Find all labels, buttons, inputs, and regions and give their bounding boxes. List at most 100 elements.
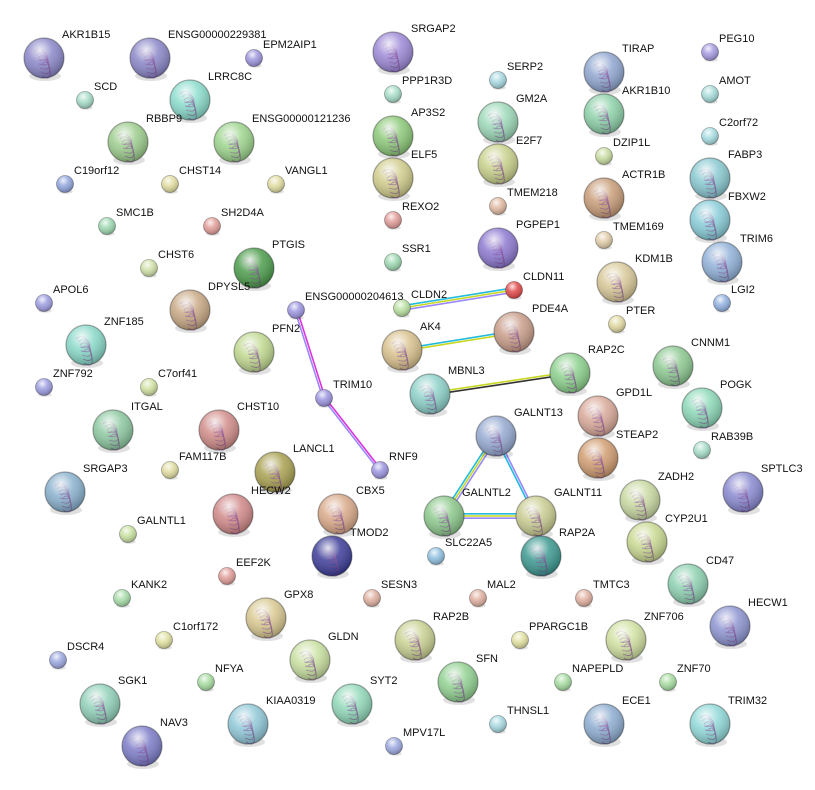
- node-galntl2[interactable]: GALNTL2: [423, 487, 511, 539]
- node-trim32[interactable]: TRIM32: [689, 695, 767, 747]
- node-gpd1l[interactable]: GPD1L: [577, 387, 652, 439]
- node-tmem218[interactable]: TMEM218: [489, 187, 558, 216]
- node-rap2b[interactable]: RAP2B: [394, 611, 469, 663]
- node-akr1b10[interactable]: AKR1B10: [583, 85, 670, 137]
- node-lrrc8c[interactable]: LRRC8C: [169, 71, 252, 123]
- node-e2f7[interactable]: E2F7: [477, 135, 542, 187]
- node-tmtc3[interactable]: TMTC3: [575, 579, 630, 608]
- node-hecw2[interactable]: HECW2: [212, 485, 291, 537]
- node-pde4a[interactable]: PDE4A: [493, 303, 569, 355]
- node-tirap[interactable]: TIRAP: [583, 43, 654, 95]
- node-pogk[interactable]: POGK: [681, 379, 752, 431]
- node-thnsl1[interactable]: THNSL1: [489, 705, 550, 734]
- node-tmem169[interactable]: TMEM169: [595, 221, 664, 250]
- node-galntl1[interactable]: GALNTL1: [119, 515, 186, 544]
- node-trim6[interactable]: TRIM6: [701, 233, 773, 285]
- node-mbnl3[interactable]: MBNL3: [409, 365, 485, 417]
- node-znf70[interactable]: ZNF70: [659, 663, 711, 692]
- node-syt2[interactable]: SYT2: [331, 675, 398, 727]
- node-steap2[interactable]: STEAP2: [577, 429, 658, 481]
- node-cd47[interactable]: CD47: [667, 555, 734, 607]
- node-sptlc3[interactable]: SPTLC3: [722, 463, 803, 515]
- node-scd[interactable]: SCD: [76, 81, 118, 110]
- node-srgap3[interactable]: SRGAP3: [44, 463, 128, 515]
- node-fam117b[interactable]: FAM117B: [161, 451, 227, 480]
- node-sh2d4a[interactable]: SH2D4A: [203, 207, 265, 236]
- node-akr1b15[interactable]: AKR1B15: [23, 29, 110, 81]
- node-nfya[interactable]: NFYA: [197, 663, 245, 692]
- node-chst6[interactable]: CHST6: [140, 249, 195, 278]
- node-srgap2[interactable]: SRGAP2: [372, 23, 456, 75]
- node-c1orf172[interactable]: C1orf172: [155, 621, 219, 650]
- node-dzip1l[interactable]: DZIP1L: [595, 137, 651, 166]
- node-fabp3[interactable]: FABP3: [689, 149, 762, 201]
- node-smc1b[interactable]: SMC1B: [98, 207, 154, 236]
- node-znf185[interactable]: ZNF185: [65, 316, 144, 368]
- node-cbx5[interactable]: CBX5: [317, 485, 385, 537]
- node-rap2c[interactable]: RAP2C: [549, 344, 625, 396]
- node-galnt11[interactable]: GALNT11: [515, 487, 602, 539]
- node-dscr4[interactable]: DSCR4: [49, 641, 105, 670]
- node-pgpep1[interactable]: PGPEP1: [477, 219, 560, 271]
- edge-TRIM10-RNF9[interactable]: [322, 396, 382, 472]
- node-dpysl5[interactable]: DPYSL5: [169, 281, 250, 333]
- node-amot[interactable]: AMOT: [701, 75, 752, 104]
- node-ece1[interactable]: ECE1: [583, 695, 651, 747]
- node-ensg00000121236[interactable]: ENSG00000121236: [213, 113, 350, 165]
- node-rab39b[interactable]: RAB39B: [693, 431, 754, 460]
- node-kiaa0319[interactable]: KIAA0319: [227, 695, 316, 747]
- node-znf792[interactable]: ZNF792: [35, 368, 93, 397]
- node-znf706[interactable]: ZNF706: [605, 611, 684, 663]
- node-actr1b[interactable]: ACTR1B: [583, 169, 665, 221]
- node-pter[interactable]: PTER: [608, 305, 656, 334]
- node-lgi2[interactable]: LGI2: [713, 284, 755, 313]
- node-sgk1[interactable]: SGK1: [79, 675, 147, 727]
- node-tmod2[interactable]: TMOD2: [311, 527, 389, 579]
- node-ppp1r3d[interactable]: PPP1R3D: [384, 75, 453, 104]
- node-epm2aip1[interactable]: EPM2AIP1: [245, 39, 317, 68]
- node-chst14[interactable]: CHST14: [161, 165, 222, 194]
- node-hecw1[interactable]: HECW1: [709, 597, 788, 649]
- node-itgal[interactable]: ITGAL: [92, 401, 163, 453]
- node-cyp2u1[interactable]: CYP2U1: [626, 513, 708, 565]
- node-ak4[interactable]: AK4: [381, 321, 441, 373]
- node-kdm1b[interactable]: KDM1B: [596, 253, 673, 305]
- edge-MBNL3-RAP2C[interactable]: [429, 371, 571, 396]
- node-napepld[interactable]: NAPEPLD: [554, 663, 624, 692]
- node-mpv17l[interactable]: MPV17L: [385, 727, 446, 756]
- node-rbbp9[interactable]: RBBP9: [107, 113, 182, 165]
- node-eef2k[interactable]: EEF2K: [218, 557, 272, 586]
- node-sesn3[interactable]: SESN3: [363, 579, 418, 608]
- node-chst10[interactable]: CHST10: [198, 401, 279, 453]
- node-peg10[interactable]: PEG10: [701, 33, 755, 62]
- node-gm2a[interactable]: GM2A: [477, 93, 548, 145]
- node-kank2[interactable]: KANK2: [113, 579, 168, 608]
- edge-CLDN2-CLDN11[interactable]: [401, 287, 515, 311]
- node-c2orf72[interactable]: C2orf72: [701, 117, 759, 146]
- node-ensg00000204613[interactable]: ENSG00000204613: [287, 291, 404, 320]
- node-cldn2[interactable]: CLDN2: [393, 289, 448, 318]
- node-apol6[interactable]: APOL6: [35, 284, 89, 313]
- node-galnt13[interactable]: GALNT13: [475, 407, 563, 459]
- node-elf5[interactable]: ELF5: [372, 149, 437, 201]
- node-gldn[interactable]: GLDN: [289, 631, 359, 683]
- node-c19orf12[interactable]: C19orf12: [56, 165, 120, 194]
- edge-ENSG00000204613-TRIM10[interactable]: [294, 309, 326, 399]
- node-zadh2[interactable]: ZADH2: [619, 471, 694, 523]
- node-ppargc1b[interactable]: PPARGC1B: [511, 621, 589, 650]
- node-ensg00000229381[interactable]: ENSG00000229381: [129, 29, 266, 81]
- node-slc22a5[interactable]: SLC22A5: [427, 537, 493, 566]
- node-vangl1[interactable]: VANGL1: [267, 165, 328, 194]
- node-ptgis[interactable]: PTGIS: [233, 239, 305, 291]
- node-ap3s2[interactable]: AP3S2: [372, 107, 445, 159]
- node-c7orf41[interactable]: C7orf41: [140, 368, 198, 397]
- node-ssr1[interactable]: SSR1: [384, 243, 431, 272]
- node-rnf9[interactable]: RNF9: [371, 451, 418, 480]
- node-fbxw2[interactable]: FBXW2: [689, 191, 766, 243]
- node-lancl1[interactable]: LANCL1: [254, 443, 335, 495]
- node-serp2[interactable]: SERP2: [489, 61, 544, 90]
- node-trim10[interactable]: TRIM10: [315, 379, 373, 408]
- node-cldn11[interactable]: CLDN11: [505, 271, 565, 300]
- node-gpx8[interactable]: GPX8: [245, 589, 313, 641]
- node-pfn2[interactable]: PFN2: [233, 323, 300, 375]
